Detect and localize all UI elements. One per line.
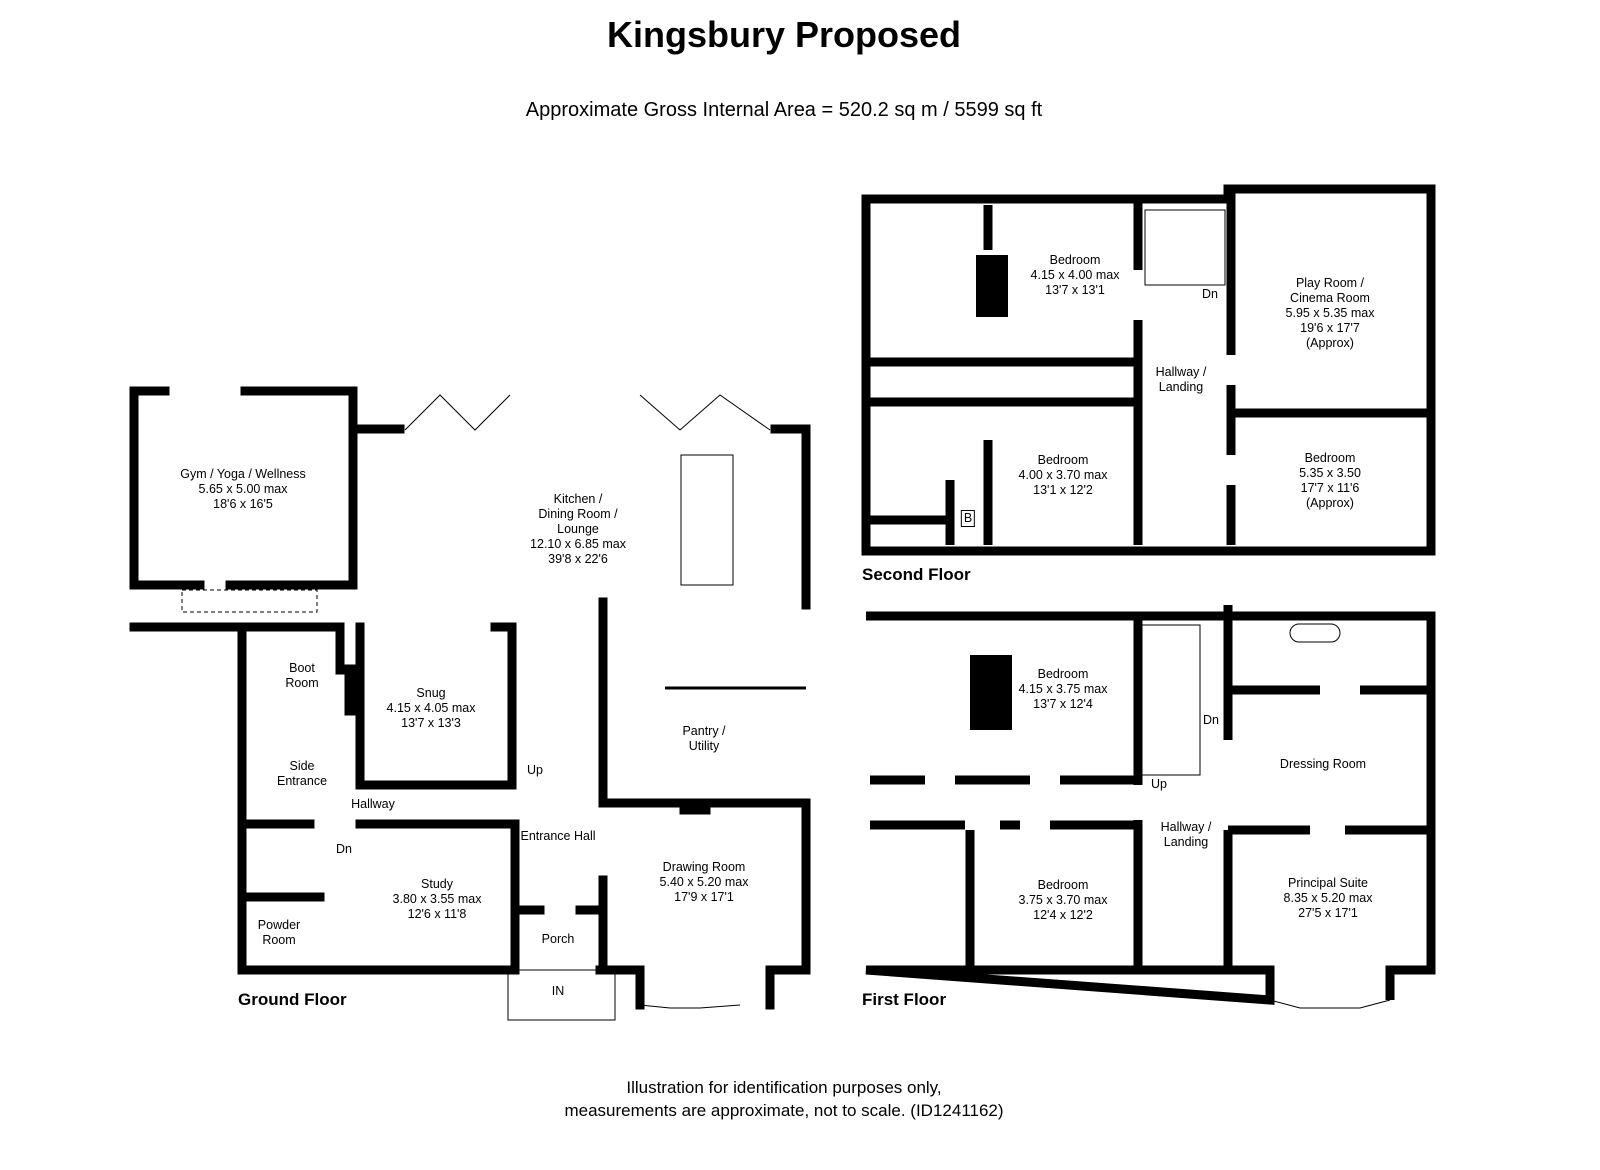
room-name: Snug [416,686,446,700]
room-name: Lounge [557,522,599,536]
room-imperial: 18'6 x 16'5 [213,497,273,511]
room-imperial: 13'7 x 12'4 [1033,697,1093,711]
room-name: Dining Room / [538,507,618,521]
room-dressing: Dressing Room [1279,757,1367,771]
room-name: Bedroom [1304,451,1356,465]
disclaimer-line: Illustration for identification purposes… [626,1078,942,1097]
room-name: Bedroom [1037,453,1089,467]
ground-floor-fixtures [181,394,806,1021]
room-second-landing: Hallway / Landing [1156,365,1207,395]
room-metric: 5.95 x 5.35 max [1285,306,1375,320]
room-gym: Gym / Yoga / Wellness 5.65 x 5.00 max 18… [180,467,306,512]
room-side-entrance: Side Entrance [277,759,327,789]
room-name: Study [421,877,453,891]
room-name: Bedroom [1049,253,1101,267]
room-first-landing: Hallway / Landing [1161,820,1212,850]
room-name: Gym / Yoga / Wellness [180,467,306,481]
room-powder: Powder Room [258,918,300,948]
room-imperial: 12'6 x 11'8 [407,907,467,921]
floor-label-ground: Ground Floor [238,990,347,1009]
room-imperial: 17'9 x 17'1 [674,890,734,904]
room-kitchen: Kitchen / Dining Room / Lounge 12.10 x 6… [530,492,626,567]
stairs-down-label: Dn [336,842,352,856]
room-name: Drawing Room [662,860,746,874]
room-imperial: 12'4 x 12'2 [1033,908,1093,922]
room-second-bedroom-1: Bedroom 4.15 x 4.00 max 13'7 x 13'1 [1031,253,1120,298]
room-imperial: 19'6 x 17'7 [1300,321,1360,335]
room-snug: Snug 4.15 x 4.05 max 13'7 x 13'3 [387,686,476,731]
room-name: Kitchen / [553,492,603,506]
room-note: (Approx) [1306,336,1354,350]
room-first-bedroom-2: Bedroom 3.75 x 3.70 max 12'4 x 12'2 [1019,878,1108,923]
room-name: Landing [1163,835,1209,849]
stairs-down-label: Dn [1202,287,1218,301]
room-name: Room [285,676,319,690]
room-name: Powder [257,918,301,932]
room-name: Utility [688,739,720,753]
floor-label-first: First Floor [862,990,947,1009]
room-drawing: Drawing Room 5.40 x 5.20 max 17'9 x 17'1 [660,860,749,905]
room-metric: 5.35 x 3.50 [1299,466,1361,480]
first-floor-fixtures [1139,209,1391,1009]
room-study: Study 3.80 x 3.55 max 12'6 x 11'8 [393,877,482,922]
room-metric: 3.75 x 3.70 max [1018,893,1108,907]
stairs-up-label: Up [527,763,543,777]
room-hallway: Hallway [351,797,395,811]
room-metric: 4.15 x 4.00 max [1030,268,1120,282]
room-metric: 5.65 x 5.00 max [198,482,288,496]
room-metric: 4.15 x 3.75 max [1018,682,1108,696]
first-floor-walls [865,605,1436,1005]
room-porch: Porch [541,932,575,946]
entrance-in-label: IN [551,984,565,998]
room-principal: Principal Suite 8.35 x 5.20 max 27'5 x 1… [1284,876,1373,921]
room-metric: 3.80 x 3.55 max [392,892,482,906]
room-note: (Approx) [1306,496,1354,510]
plan-title: Kingsbury Proposed [606,14,962,55]
room-second-bedroom-3: Bedroom 5.35 x 3.50 17'7 x 11'6 (Approx) [1299,451,1361,511]
room-metric: 12.10 x 6.85 max [530,537,626,551]
room-boot: Boot Room [285,661,318,691]
room-pantry: Pantry / Utility [682,724,725,754]
room-name: Side [289,759,315,773]
room-name: Principal Suite [1288,876,1368,890]
room-first-bedroom-1: Bedroom 4.15 x 3.75 max 13'7 x 12'4 [1019,667,1108,712]
room-name: Bedroom [1037,878,1089,892]
room-name: Play Room / [1295,276,1365,290]
room-name: Landing [1158,380,1204,394]
room-imperial: 13'7 x 13'3 [401,716,461,730]
room-name: Hallway / [1155,365,1207,379]
room-name: Bedroom [1037,667,1089,681]
room-metric: 8.35 x 5.20 max [1283,891,1373,905]
chimney [976,255,1008,317]
second-floor-walls [861,184,1436,556]
disclaimer-line: measurements are approximate, not to sca… [564,1101,1004,1120]
room-metric: 4.15 x 4.05 max [386,701,476,715]
room-play: Play Room / Cinema Room 5.95 x 5.35 max … [1286,276,1375,351]
boiler-label: B [960,510,976,527]
room-imperial: 13'7 x 13'1 [1045,283,1105,297]
disclaimer: Illustration for identification purposes… [0,1076,1568,1122]
room-metric: 4.00 x 3.70 max [1018,468,1108,482]
room-name: Boot [289,661,315,675]
room-imperial: 17'7 x 11'6 [1300,481,1360,495]
room-imperial: 13'1 x 12'2 [1033,483,1093,497]
room-name: Cinema Room [1290,291,1370,305]
room-name: Room [262,933,296,947]
room-second-bedroom-2: Bedroom 4.00 x 3.70 max 13'1 x 12'2 [1019,453,1108,498]
room-name: Entrance [276,774,328,788]
gross-area: Approximate Gross Internal Area = 520.2 … [525,99,1043,121]
room-name: Pantry / [682,724,726,738]
room-imperial: 39'8 x 22'6 [548,552,608,566]
stairs-down-label: Dn [1203,713,1219,727]
room-entrance-hall: Entrance Hall [520,829,596,843]
room-metric: 5.40 x 5.20 max [659,875,749,889]
floor-label-second: Second Floor [862,565,971,584]
stairs-up-label: Up [1151,777,1167,791]
room-name: Hallway / [1160,820,1212,834]
chimney-first [970,655,1012,730]
room-imperial: 27'5 x 17'1 [1298,906,1358,920]
